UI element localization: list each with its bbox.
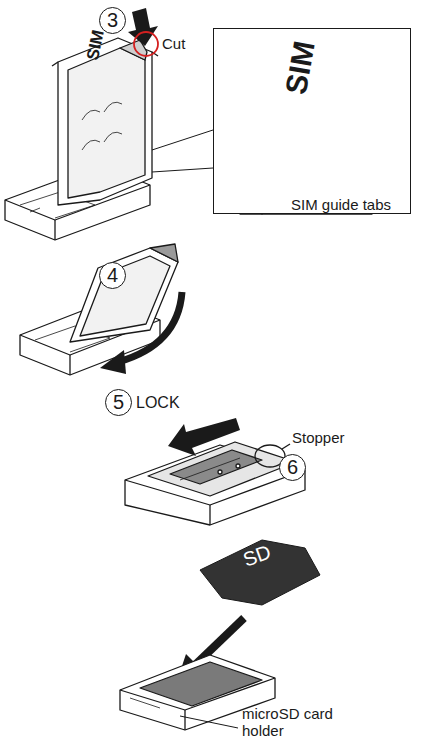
microsd-holder-part <box>184 710 185 730</box>
step3-holder <box>5 38 158 240</box>
leader-line <box>152 130 213 172</box>
lock-arrow-part <box>168 418 240 456</box>
step3-holder-part <box>54 220 55 240</box>
step4-holder <box>20 244 178 375</box>
microsd-holder-part <box>130 698 160 708</box>
sd-card-part <box>200 540 320 605</box>
step3-holder-part <box>82 102 122 150</box>
detail-inset-box: SIM SIM guide tabs <box>213 28 411 214</box>
stopper-marker-part <box>282 444 290 449</box>
step6-holder-part <box>148 442 296 496</box>
step6-holder-part <box>236 464 240 468</box>
step4-holder-part <box>70 248 178 342</box>
leader-line-part <box>180 716 238 728</box>
step6-holder <box>125 442 305 525</box>
step6-holder-part <box>218 470 222 474</box>
inset-text: SIM <box>279 38 321 96</box>
fold-arrow <box>100 292 182 374</box>
fold-arrow-part <box>100 350 126 374</box>
step-number-circle: 4 <box>99 262 126 289</box>
cut-marker-part <box>134 32 158 56</box>
step-number-circle: 3 <box>99 7 126 34</box>
step6-holder-part <box>180 458 240 480</box>
cut-marker <box>134 32 158 56</box>
microsd-holder-part <box>140 662 262 706</box>
lock-arrow <box>168 418 240 456</box>
step3-holder-part <box>68 48 145 198</box>
leader-line-part <box>152 168 213 172</box>
step6-holder-part <box>209 505 210 525</box>
part-label: SD <box>240 540 274 570</box>
step-number-circle: 6 <box>279 454 306 481</box>
callout-number: 6 <box>287 456 298 479</box>
step4-holder-part <box>69 355 70 375</box>
fold-arrow-part <box>118 292 182 362</box>
step6-holder-part <box>170 450 262 484</box>
sd-card <box>200 540 320 605</box>
callout-number: 5 <box>113 391 124 414</box>
inset-text: SIM guide tabs <box>291 197 391 214</box>
step4-holder-part <box>150 244 178 262</box>
part-label: Cut <box>162 36 185 53</box>
step4-holder-part <box>80 256 170 336</box>
part-label: microSD card holder <box>242 706 342 739</box>
part-label: Stopper <box>292 430 345 447</box>
leader-line-part <box>152 130 213 150</box>
step3-holder-part <box>58 38 152 205</box>
callout-number: 4 <box>107 264 118 287</box>
callout-number: 3 <box>107 9 118 32</box>
step3-holder-part <box>30 208 40 212</box>
part-label: SIM <box>84 28 109 61</box>
step-number-circle: 5 <box>105 389 132 416</box>
leader-line <box>180 716 238 728</box>
step3-holder-part <box>52 62 58 66</box>
insert-arrow-part <box>128 8 158 46</box>
part-label: LOCK <box>136 394 180 412</box>
insert-arrow <box>128 8 158 46</box>
